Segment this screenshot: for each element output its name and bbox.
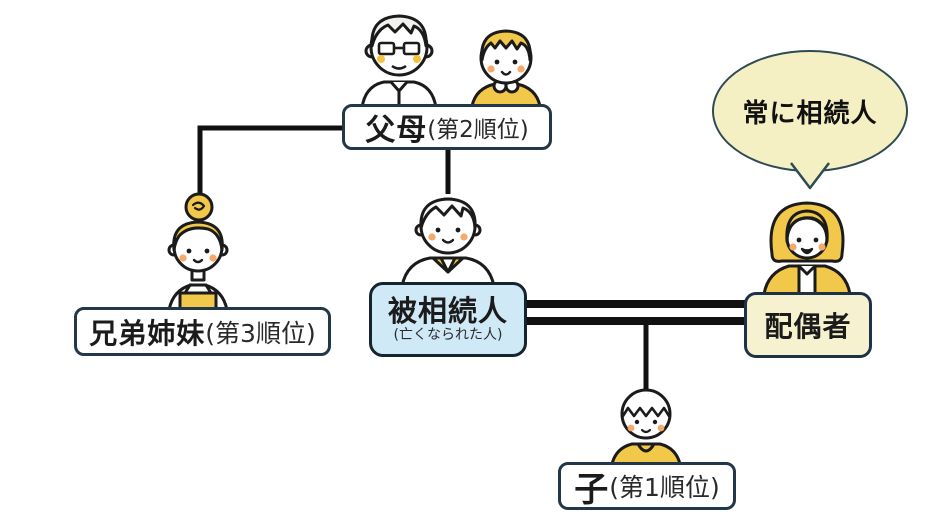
parents-to-siblings-line [197,125,343,200]
spouse-icon [762,201,852,294]
grandmother-icon [470,29,542,106]
deceased-node: 被相続人 (亡くなられた人) [369,282,527,357]
speech-bubble-text: 常に相続人 [742,98,878,129]
deceased-label: 被相続人 [387,293,508,328]
grandfather-icon [360,14,438,108]
child-node: 子(第1順位) [558,462,736,510]
child-label: 子 [574,469,610,510]
sister-icon [167,192,229,310]
always-heir-speech-bubble: 常に相続人 [712,50,908,172]
deceased-person-icon [400,197,496,286]
deceased-note: (亡くなられた人) [393,326,503,343]
siblings-node: 兄弟姉妹(第3順位) [74,307,331,356]
parents-node: 父母(第2順位) [342,104,552,150]
child-rank: (第1順位) [609,473,720,502]
siblings-label: 兄弟姉妹 [89,316,206,350]
child-icon [610,388,682,464]
spouse-node: 配偶者 [744,292,872,358]
parents-label: 父母 [365,113,428,148]
siblings-rank: (第3順位) [205,318,316,348]
spouse-label: 配偶者 [764,310,852,343]
speech-bubble-tail [790,162,830,190]
parents-rank: (第2順位) [427,117,529,143]
